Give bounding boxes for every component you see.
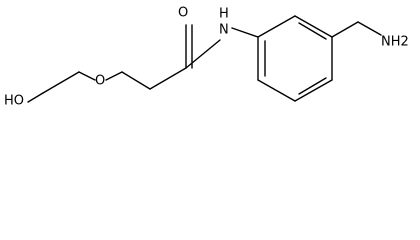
bond-ring-ch2: [331, 21, 359, 38]
bond-c1-c2: [42, 71, 80, 94]
ring-inner-bond-1: [298, 22, 327, 40]
bond-c4-c5: [149, 67, 187, 90]
ether-oxygen-label: O: [95, 74, 105, 89]
bond-o-c3: [105, 71, 123, 81]
molecule-structure: HO O O H N NH2: [4, 6, 409, 109]
bond-c2-o: [78, 71, 96, 81]
ring-bond-1: [257, 15, 296, 38]
ring-inner-bond-2: [298, 77, 327, 95]
amine-label: NH2: [381, 35, 409, 50]
ring-bond-4: [294, 79, 333, 102]
bond-oh-c1: [27, 92, 44, 103]
hydroxyl-label: HO: [4, 94, 24, 109]
carbonyl-oxygen-label: O: [178, 6, 188, 21]
amide-nitrogen-label: N: [219, 23, 229, 38]
ring-bond-2: [294, 15, 333, 38]
bond-c3-c4: [121, 71, 151, 90]
bond-ch2-nh2: [357, 21, 382, 36]
ring-bond-5: [257, 79, 296, 102]
bond-n-ring: [231, 27, 259, 38]
amide-hydrogen-label: H: [219, 7, 229, 22]
bond-c5-n: [185, 39, 221, 69]
